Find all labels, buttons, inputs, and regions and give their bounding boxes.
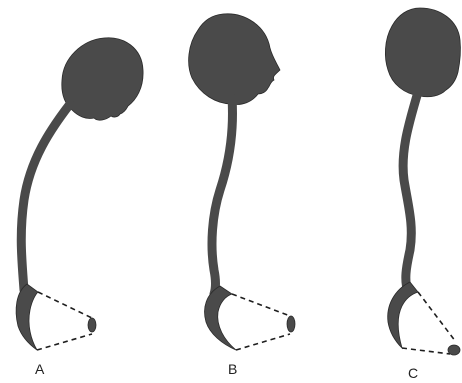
figure-a-spine bbox=[21, 104, 70, 290]
figure-c-pelvis-shape bbox=[388, 282, 418, 348]
figure-b-label: B bbox=[228, 361, 237, 377]
figure-a-pelvis-top-dash bbox=[38, 292, 92, 318]
figure-c-label: C bbox=[408, 365, 418, 381]
figure-c-pubis bbox=[448, 345, 460, 355]
figure-c: C bbox=[385, 8, 460, 381]
figure-a-pelvis-bottom-dash bbox=[37, 334, 92, 350]
figure-b-pubis bbox=[287, 316, 295, 332]
figure-b-spine bbox=[212, 98, 233, 294]
figure-a-pubis bbox=[88, 318, 96, 332]
figure-b-pelvis-bottom-dash bbox=[236, 334, 290, 350]
figure-a: A bbox=[16, 38, 143, 377]
figure-b-pelvis-shape bbox=[205, 286, 236, 350]
figure-b-pelvis-top-dash bbox=[232, 294, 290, 316]
figure-a-head bbox=[62, 38, 143, 120]
figure-b: B bbox=[189, 14, 295, 377]
figure-c-head bbox=[385, 8, 460, 97]
figure-c-spine bbox=[403, 92, 418, 292]
figure-a-pelvis-shape bbox=[16, 284, 38, 350]
figure-a-label: A bbox=[35, 361, 45, 377]
figure-c-pelvis-top-dash bbox=[418, 292, 456, 342]
figure-c-pelvis-bottom-dash bbox=[402, 348, 450, 354]
figure-b-head bbox=[189, 14, 280, 105]
